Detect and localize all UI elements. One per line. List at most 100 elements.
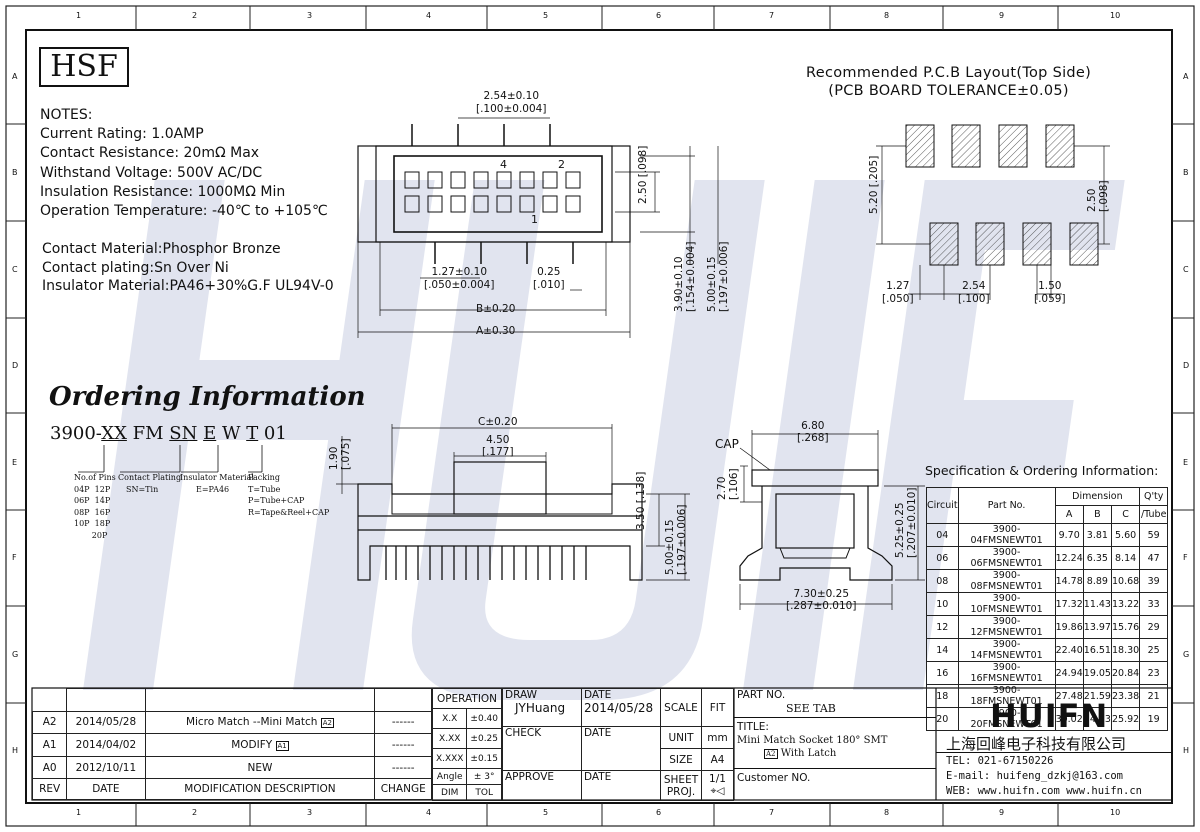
spec-cell-c: 23.38 (1110, 684, 1141, 708)
pin-label-1: 1 (531, 213, 538, 226)
size-value: A4 (701, 748, 734, 771)
spec-header-tube: /Tube (1139, 505, 1169, 524)
col-label: 5 (543, 808, 549, 817)
dim-height-270: 2.70 [.106] (716, 468, 740, 500)
dim-value: [.138] (635, 471, 647, 504)
code-part: XX (101, 423, 127, 444)
pcb-title-line: Recommended P.C.B Layout(Top Side) (806, 65, 1092, 81)
projection-icon: ⌖◁ (710, 785, 725, 797)
rev-desc-text: Micro Match --Mini Match (185, 716, 318, 729)
pcb-layout-title: Recommended P.C.B Layout(Top Side) (PCB … (806, 64, 1091, 100)
dim-value: [.106] (728, 468, 740, 500)
row-label: C (1183, 265, 1189, 274)
operation-label: OPERATION (432, 688, 502, 709)
spec-cell-qty: 23 (1139, 661, 1169, 685)
code-part: W (216, 423, 247, 444)
dim-pitch: 2.54±0.10 [.100±0.004] (476, 90, 546, 116)
pin-label-2: 2 (558, 158, 565, 171)
size-label: SIZE (660, 748, 702, 771)
spec-cell-circuit: 12 (926, 615, 959, 639)
plating-options: Contact Plating SN=Tin (118, 472, 181, 495)
spec-cell-qty: 47 (1139, 546, 1169, 570)
code-part: SN (169, 423, 198, 444)
check-date-label: DATE (581, 726, 661, 771)
dim-value: 6.80 (801, 420, 825, 432)
pins-options: No.of Pins 04P 12P 06P 14P 08P 16P 10P 1… (74, 472, 116, 541)
drawer-name: JYHuang (515, 701, 566, 715)
dim-value: 1.27±0.10 (431, 266, 487, 278)
dim-half-pitch: 1.27±0.10 [.050±0.004] (424, 266, 494, 292)
rev-header: REV (31, 778, 68, 800)
rev-desc-text: MODIFY (231, 739, 273, 752)
packing-option: P=Tube+CAP (248, 496, 305, 505)
spec-cell-b: 11.43 (1082, 592, 1112, 616)
company-contacts: TEL: 021-67150226 E-mail: huifeng_dzkj@1… (946, 754, 1142, 799)
dim-height-500: 5.00±0.15 [.197±0.006] (706, 242, 730, 312)
spec-cell-b: 16.51 (1082, 638, 1112, 662)
row-label: F (12, 553, 17, 562)
part-no-label: PART NO. (737, 689, 786, 701)
col-label: 1 (76, 808, 82, 817)
dim-value: [.100] (958, 293, 990, 305)
dim-width-730: 7.30±0.25 [.287±0.010] (786, 588, 856, 612)
dim-value: [.205] (868, 155, 880, 188)
spec-cell-a: 17.32 (1054, 592, 1084, 616)
sheet-value: 1/1⌖◁ (701, 770, 734, 801)
spec-header-qty: Q'ty (1139, 487, 1169, 506)
dim-row-pitch: 2.50 [.098] (637, 146, 649, 204)
col-label: 1 (76, 11, 82, 20)
company-tel: TEL: 021-67150226 (946, 755, 1054, 767)
rev-header: DATE (66, 778, 146, 800)
dim-height-side-500: 5.00±0.15 [.197±0.006] (664, 505, 688, 575)
col-label: 3 (307, 808, 313, 817)
dim-c: C±0.20 (478, 416, 518, 428)
tol-key: X.X (431, 708, 468, 729)
code-part: 3900- (50, 423, 102, 444)
dim-height-525: 5.25±0.25 [.207±0.010] (894, 488, 918, 558)
spec-header-part: Part No. (957, 487, 1056, 524)
dim-thickness: 0.25 [.010] (533, 266, 565, 292)
top-view-drawing (357, 117, 719, 338)
divider (734, 768, 936, 769)
spec-cell-b: 6.35 (1082, 546, 1112, 570)
row-label: F (1183, 553, 1188, 562)
dim-value: [.075] (340, 438, 352, 470)
spec-cell-qty: 59 (1139, 523, 1169, 547)
spec-cell-part: 3900-14FMSNEWT01 (957, 638, 1056, 662)
spec-cell-a: 9.70 (1054, 523, 1084, 547)
rev-date: 2014/05/28 (66, 710, 146, 735)
dim-value: [.098] (1098, 180, 1110, 212)
dim-a: A±0.30 (476, 325, 516, 337)
code-part: 01 (258, 423, 287, 444)
row-label: B (1183, 168, 1189, 177)
material-line: Insulator Material:PA46+30%G.F UL94V-0 (42, 278, 334, 294)
check-label: CHECK (502, 726, 582, 771)
dim-b: B±0.20 (476, 303, 516, 315)
part-title-block: PART NO. SEE TAB TITLE: Mini Match Socke… (734, 688, 936, 800)
packing-option: R=Tape&Reel+CAP (248, 507, 330, 517)
spec-header-a: A (1054, 505, 1084, 524)
dim-value: [.197±0.006] (718, 241, 730, 312)
dim-height-190: 1.90 [.075] (328, 438, 352, 470)
dim-value: 2.54 (962, 280, 986, 292)
dim-value: 5.00±0.15 (664, 519, 676, 575)
proj-label: PROJ. (666, 785, 696, 798)
note-line: Withstand Voltage: 500V AC/DC (40, 164, 263, 181)
company-web: WEB: www.huifn.com www.huifn.cn (946, 785, 1142, 797)
dim-value: 1.50 (1038, 280, 1062, 292)
dim-value: [.197±0.006] (676, 504, 688, 575)
rev-cell: A1 (31, 733, 68, 757)
insulator-options: Insulator Material E=PA46 (180, 472, 254, 495)
dim-value: 2.54±0.10 (483, 90, 539, 102)
spec-header-b: B (1082, 505, 1112, 524)
title-line-1: Mini Match Socket 180° SMT (737, 735, 888, 746)
rev-triangle-icon: A2 (320, 718, 335, 729)
col-label: 2 (192, 808, 198, 817)
spec-cell-a: 27.48 (1054, 684, 1084, 708)
hsf-logo-text: HSF (50, 49, 118, 84)
